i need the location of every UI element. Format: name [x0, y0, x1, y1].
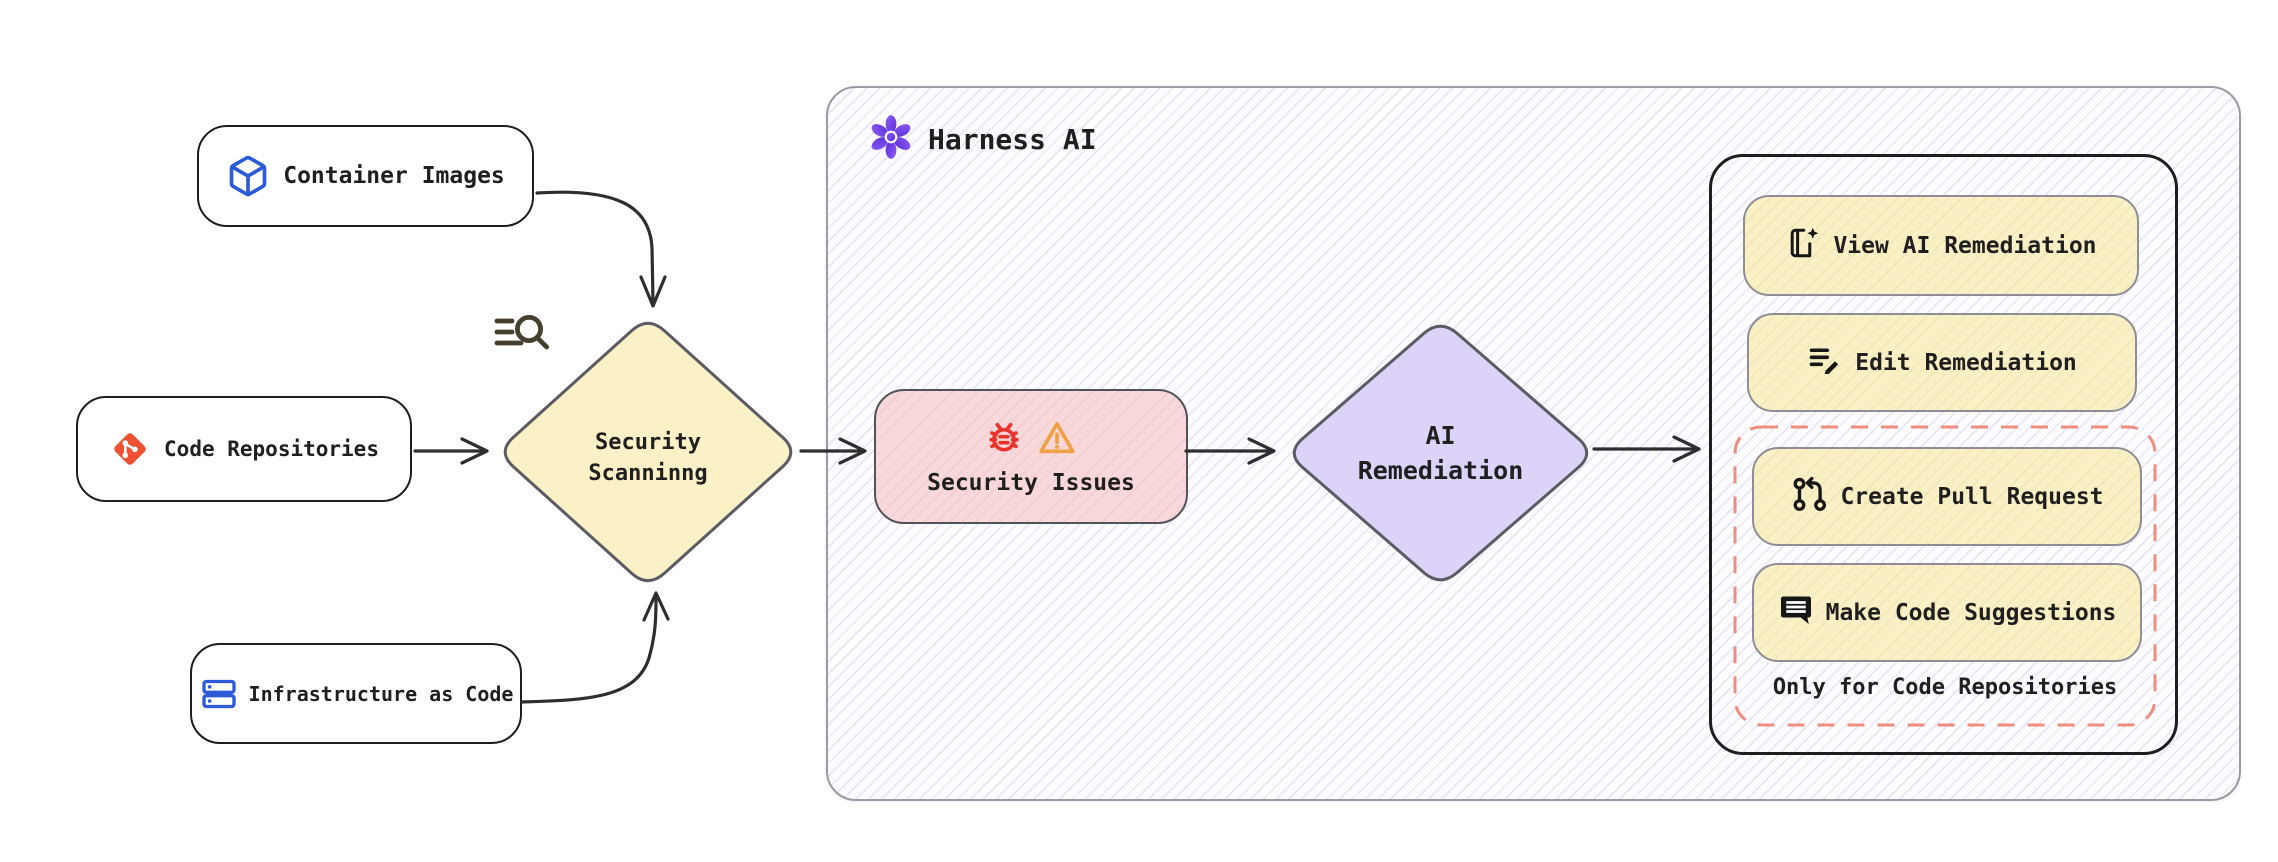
button-label: Create Pull Request [1840, 483, 2104, 510]
arrow-infra-to-scanning [520, 595, 658, 704]
node-code-repositories: Code Repositories [76, 396, 412, 502]
node-label: Container Images [283, 163, 505, 189]
server-stack-icon [199, 674, 239, 714]
harness-ai-container: Harness AI [826, 86, 2241, 801]
node-security-issues: Security Issues [874, 389, 1188, 524]
button-label: View AI Remediation [1833, 232, 2097, 259]
arrow-container-to-scanning-head [639, 275, 667, 308]
repo-only-note: Only for Code Repositories [1772, 675, 2118, 700]
node-container-images: Container Images [197, 125, 534, 227]
button-label: Make Code Suggestions [1825, 599, 2117, 626]
issues-label: Security Issues [927, 469, 1135, 496]
remediation-diamond-shape [1292, 324, 1589, 582]
remediation-label-line1: AI [1425, 421, 1456, 450]
list-pencil-icon [1807, 342, 1843, 384]
node-ai-remediation: AI Remediation [1283, 316, 1598, 590]
git-icon [109, 428, 151, 470]
view-ai-remediation-button: View AI Remediation [1743, 195, 2139, 296]
remediation-label-line2: Remediation [1357, 456, 1524, 485]
scanning-label-line2: Scanninng [588, 461, 708, 486]
button-label: Edit Remediation [1855, 349, 2077, 376]
node-security-scanning: Security Scanninng [494, 313, 802, 591]
scanning-diamond-shape [503, 321, 793, 583]
node-label: Infrastructure as Code [248, 681, 514, 706]
arrow-infra-to-scanning-head [642, 591, 670, 622]
bug-icon [984, 418, 1024, 462]
dashed-border [1733, 425, 2157, 727]
create-pull-request-button: Create Pull Request [1752, 447, 2142, 546]
repo-only-group: Create Pull Request Make Code Suggestion… [1733, 425, 2157, 727]
edit-remediation-button: Edit Remediation [1747, 313, 2137, 412]
node-label: Code Repositories [164, 437, 379, 461]
harness-title: Harness AI [928, 122, 1097, 156]
arrow-repos-to-scanning-head [460, 437, 489, 465]
warning-icon [1036, 418, 1078, 462]
cube-icon [226, 154, 270, 198]
harness-flower-icon [868, 114, 914, 164]
pull-request-icon [1790, 475, 1828, 519]
make-code-suggestions-button: Make Code Suggestions [1752, 563, 2142, 662]
arrow-container-to-scanning [535, 190, 655, 303]
issues-icons [984, 418, 1078, 462]
remediation-actions-panel: View AI Remediation Edit Remediation [1709, 154, 2178, 755]
harness-header: Harness AI [868, 114, 1097, 164]
comment-lines-icon [1778, 592, 1814, 634]
node-infrastructure-as-code: Infrastructure as Code [190, 643, 522, 744]
scanning-label-line1: Security [595, 430, 701, 456]
book-sparkle-icon [1785, 225, 1821, 267]
